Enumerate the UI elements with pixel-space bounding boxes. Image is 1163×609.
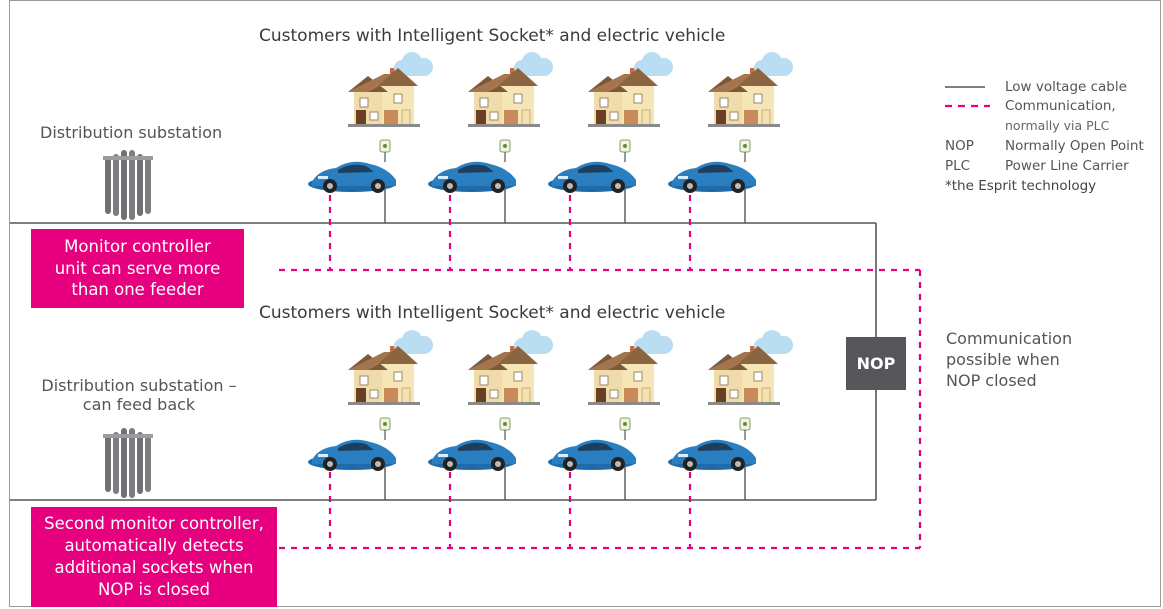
- bottom-communication-lines: [279, 472, 920, 550]
- substation-bottom-line1: Distribution substation –: [41, 376, 237, 395]
- house-icon: [347, 51, 434, 128]
- monitor-box-line: additional sockets when: [54, 558, 254, 577]
- car-icon: [428, 161, 516, 193]
- legend-nop-key: NOP: [945, 138, 974, 154]
- legend-plc-value: Power Line Carrier: [1005, 158, 1129, 174]
- legend-cable-label: Low voltage cable: [1005, 79, 1127, 95]
- car-icon: [548, 161, 636, 193]
- legend-communication-label: Communication,: [1005, 98, 1116, 114]
- car-icon: [308, 161, 396, 193]
- monitor-box-line: NOP is closed: [98, 579, 210, 599]
- house-icon: [707, 51, 794, 128]
- substation-top-label: Distribution substation: [40, 123, 223, 142]
- substation-bottom-label: Distribution substation – can feed back: [34, 376, 244, 414]
- bottom-customers-heading: Customers with Intelligent Socket* and e…: [259, 303, 726, 323]
- comm-note-line: Communication: [946, 329, 1073, 348]
- socket-icon: [379, 417, 391, 431]
- second-monitor-controller-box: Second monitor controller, automatically…: [31, 507, 277, 607]
- car-icon: [668, 161, 756, 193]
- top-feeder: [10, 188, 922, 548]
- house-icon: [467, 51, 554, 128]
- monitor-box-line: Second monitor controller,: [44, 514, 264, 534]
- substation-icon: [103, 428, 153, 498]
- comm-note-line: possible when: [946, 350, 1060, 370]
- house-icon: [347, 329, 434, 406]
- top-customers-heading: Customers with Intelligent Socket* and e…: [259, 26, 726, 46]
- socket-icon: [619, 417, 631, 431]
- car-icon: [428, 439, 516, 471]
- substation-icon: [103, 150, 153, 220]
- house-icon: [587, 329, 674, 406]
- car-icon: [548, 439, 636, 471]
- car-icon: [308, 439, 396, 471]
- legend-communication-sub: normally via PLC: [1005, 118, 1110, 133]
- communication-note: Communication possible when NOP closed: [946, 328, 1072, 391]
- house-icon: [587, 51, 674, 128]
- monitor-box-line: automatically detects: [64, 536, 244, 556]
- socket-icon: [499, 417, 511, 431]
- monitor-box-line: than one feeder: [71, 280, 204, 300]
- bottom-customers: [308, 329, 794, 471]
- socket-icon: [739, 139, 751, 153]
- house-icon: [707, 329, 794, 406]
- nop-switch-box: NOP: [846, 337, 906, 390]
- top-communication-lines: [279, 195, 922, 548]
- monitor-controller-box: Monitor controller unit can serve more t…: [31, 229, 244, 308]
- monitor-box-line: unit can serve more: [54, 258, 221, 278]
- comm-note-line: NOP closed: [946, 371, 1037, 391]
- socket-icon: [619, 139, 631, 153]
- monitor-box-line: Monitor controller: [64, 236, 211, 256]
- diagram-frame: [9, 0, 1161, 607]
- house-icon: [467, 329, 554, 406]
- socket-icon: [379, 139, 391, 153]
- socket-icon: [499, 139, 511, 153]
- substation-bottom-line2: can feed back: [82, 395, 196, 415]
- legend-plc-key: PLC: [945, 158, 971, 174]
- car-icon: [668, 439, 756, 471]
- legend-esprit-note: *the Esprit technology: [945, 178, 1097, 194]
- socket-icon: [739, 417, 751, 431]
- top-customers: [308, 51, 794, 193]
- bottom-feeder: [10, 390, 920, 550]
- legend-nop-value: Normally Open Point: [1005, 138, 1144, 154]
